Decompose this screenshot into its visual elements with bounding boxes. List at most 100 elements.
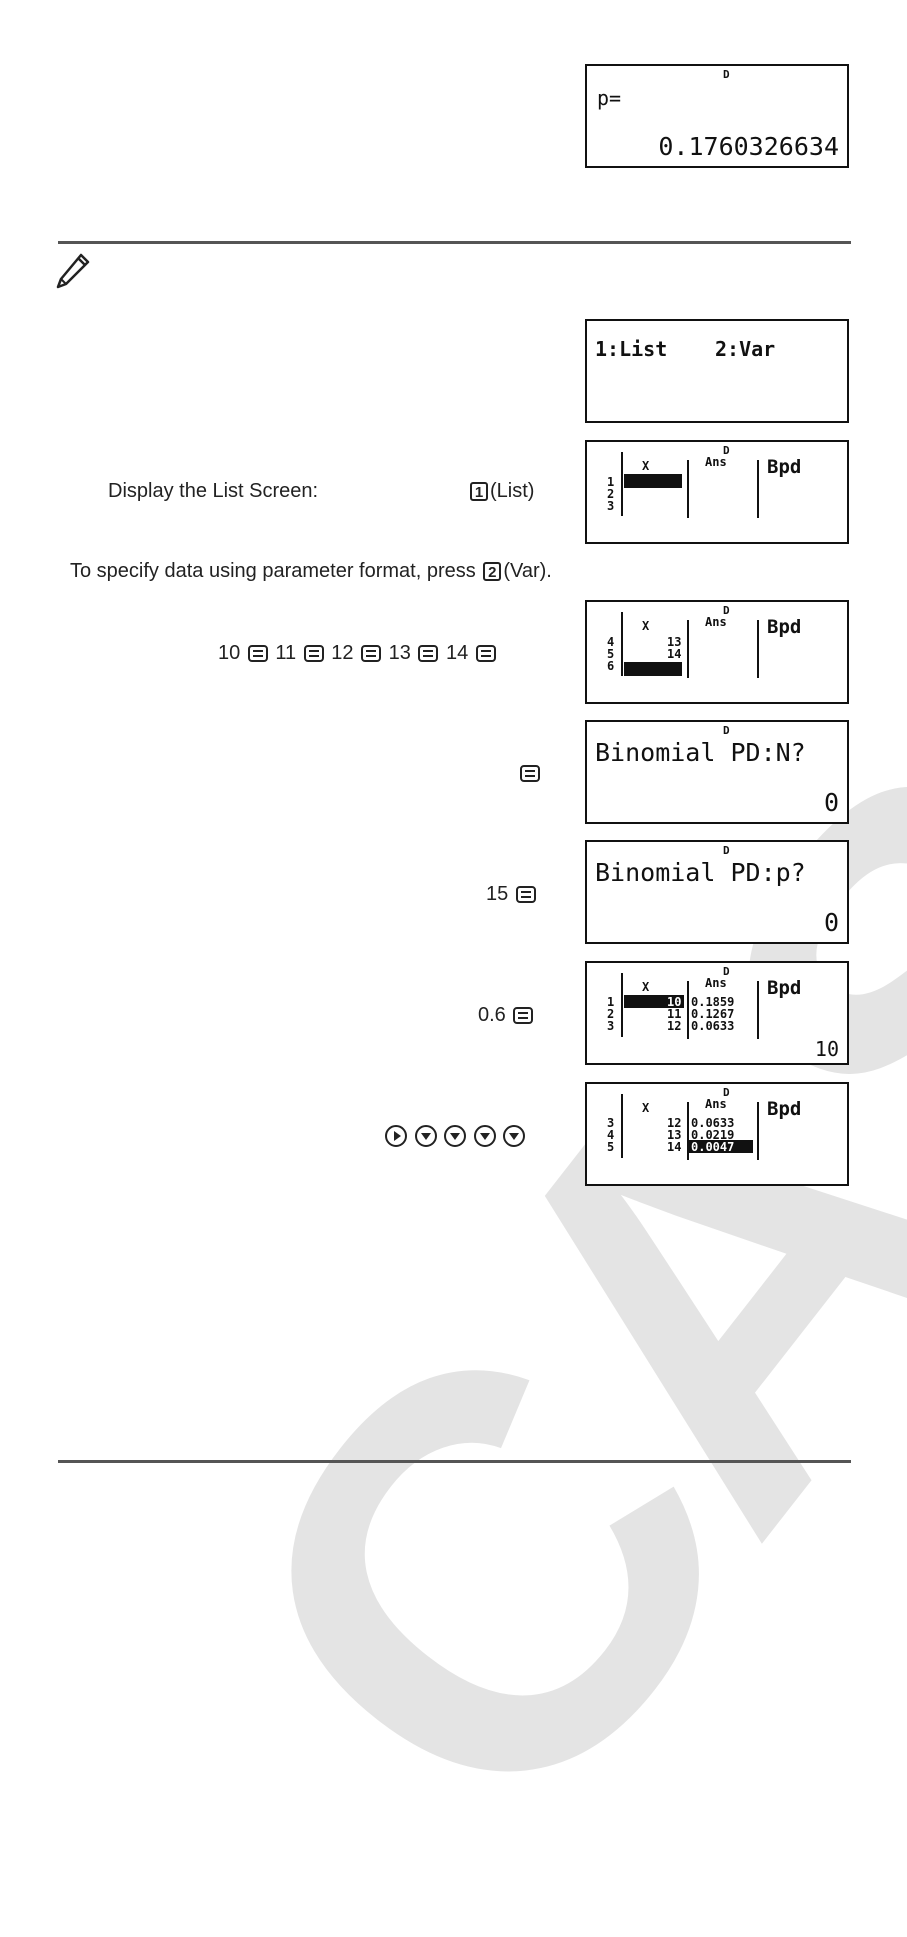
entry-value: 13: [388, 642, 411, 664]
equals-key: [418, 645, 439, 663]
row-number: 3: [607, 499, 615, 513]
down-arrow-key-icon: [473, 1124, 496, 1147]
col-bpd-header: Bpd: [767, 977, 802, 999]
degree-indicator: D: [723, 844, 730, 857]
x-value: 10: [667, 995, 682, 1009]
selection-cursor: [624, 662, 682, 676]
lcd-p-result: D p= 0.1760326634: [585, 64, 849, 168]
col-x-header: X: [642, 619, 650, 633]
list-key-sequence: 1(List): [468, 480, 534, 503]
row-number: 6: [607, 659, 615, 673]
row-number: 3: [607, 1116, 615, 1130]
key-1: 1: [470, 482, 488, 502]
row-number: 5: [607, 647, 615, 661]
entry-value: 0.6: [478, 1004, 506, 1026]
equals-key: [520, 765, 540, 783]
bottom-value: 10: [814, 1037, 839, 1061]
equals-key: [475, 645, 496, 663]
display-list-instruction: Display the List Screen:: [108, 480, 319, 502]
equals-key: [361, 645, 382, 663]
down-arrow-key-icon: [503, 1124, 526, 1147]
section-divider-top: [58, 241, 851, 244]
selection-cursor: [689, 1140, 753, 1153]
equals-key: [303, 645, 324, 663]
x-value: 12: [667, 1019, 682, 1033]
lcd-list-empty: D X Ans Bpd 1 2 3: [585, 440, 849, 544]
col-bpd-header: Bpd: [767, 1098, 802, 1120]
p-label: p=: [597, 86, 622, 110]
entry-value: 14: [446, 642, 469, 664]
row-number: 2: [607, 487, 615, 501]
degree-indicator: D: [723, 444, 730, 457]
section-divider-bottom: [58, 1460, 851, 1463]
selection-cursor: [624, 995, 684, 1008]
degree-indicator: D: [723, 68, 730, 81]
right-arrow-key-icon: [385, 1124, 407, 1147]
ans-value: 0.0047: [691, 1140, 735, 1154]
row-number: 4: [607, 635, 615, 649]
col-x-header: X: [642, 1101, 650, 1115]
equals-key: [513, 1007, 534, 1025]
equals-key-step: [518, 762, 542, 785]
menu-option-var: 2:Var: [715, 337, 776, 361]
var-key-label: (Var).: [503, 560, 552, 582]
row-number: 2: [607, 1007, 615, 1021]
ans-value: 0.1859: [691, 995, 735, 1009]
prompt-text: Binomial PD:p?: [595, 858, 806, 887]
ans-value: 0.0219: [691, 1128, 735, 1142]
x-value: 14: [667, 647, 682, 661]
p-entry-step: 0.6: [478, 1004, 535, 1027]
p-value: 0.1760326634: [658, 132, 839, 161]
down-arrow-key-icon: [414, 1124, 437, 1147]
lcd-prompt-n: D Binomial PD:N? 0: [585, 720, 849, 824]
x-value: 14: [667, 1140, 682, 1154]
row-number: 1: [607, 475, 615, 489]
col-ans-header: Ans: [705, 976, 727, 990]
menu-option-list: 1:List: [595, 337, 668, 361]
down-arrow-key-icon: [444, 1124, 467, 1147]
prompt-value: 0: [823, 908, 839, 937]
equals-key: [515, 886, 536, 904]
param-format-text: To specify data using parameter format, …: [70, 560, 476, 582]
lcd-list-data: D X Ans Bpd 13 14 4 5 6: [585, 600, 849, 704]
lcd-result-table: D X Ans Bpd 10 11 12 0.1859 0.1267 0.063…: [585, 961, 849, 1065]
lcd-menu: 1:List 2:Var: [585, 319, 849, 423]
x-value: 12: [667, 1116, 682, 1130]
col-ans-header: Ans: [705, 1097, 727, 1111]
entry-value: 11: [275, 642, 297, 664]
ans-value: 0.1267: [691, 1007, 735, 1021]
col-ans-header: Ans: [705, 455, 727, 469]
col-x-header: X: [642, 980, 650, 994]
lcd-result-scrolled: D X Ans Bpd 12 13 14 0.0633 0.0219 0.004…: [585, 1082, 849, 1186]
x-value: 11: [667, 1007, 682, 1021]
degree-indicator: D: [723, 965, 730, 978]
row-number: 4: [607, 1128, 615, 1142]
lcd-prompt-p: D Binomial PD:p? 0: [585, 840, 849, 944]
col-bpd-header: Bpd: [767, 456, 802, 478]
list-key-label: (List): [490, 480, 535, 502]
degree-indicator: D: [723, 724, 730, 737]
prompt-text: Binomial PD:N?: [595, 738, 806, 767]
row-number: 3: [607, 1019, 615, 1033]
data-entry-sequence: 10 11 12 13 14: [218, 642, 498, 665]
selection-cursor: [624, 474, 682, 488]
entry-value: 10: [218, 642, 241, 664]
degree-indicator: D: [723, 1086, 730, 1099]
entry-value: 15: [486, 883, 509, 905]
col-bpd-header: Bpd: [767, 616, 802, 638]
cursor-key-sequence: [384, 1124, 526, 1147]
pencil-note-icon: [56, 253, 90, 289]
row-number: 5: [607, 1140, 615, 1154]
degree-indicator: D: [723, 604, 730, 617]
equals-key: [247, 645, 268, 663]
row-number: 1: [607, 995, 615, 1009]
ans-value: 0.0633: [691, 1019, 735, 1033]
ans-value: 0.0633: [691, 1116, 735, 1130]
x-value: 13: [667, 1128, 682, 1142]
prompt-value: 0: [823, 788, 839, 817]
col-x-header: X: [642, 459, 650, 473]
col-ans-header: Ans: [705, 615, 727, 629]
x-value: 13: [667, 635, 682, 649]
n-entry-step: 15: [486, 883, 538, 906]
key-2: 2: [483, 562, 502, 582]
